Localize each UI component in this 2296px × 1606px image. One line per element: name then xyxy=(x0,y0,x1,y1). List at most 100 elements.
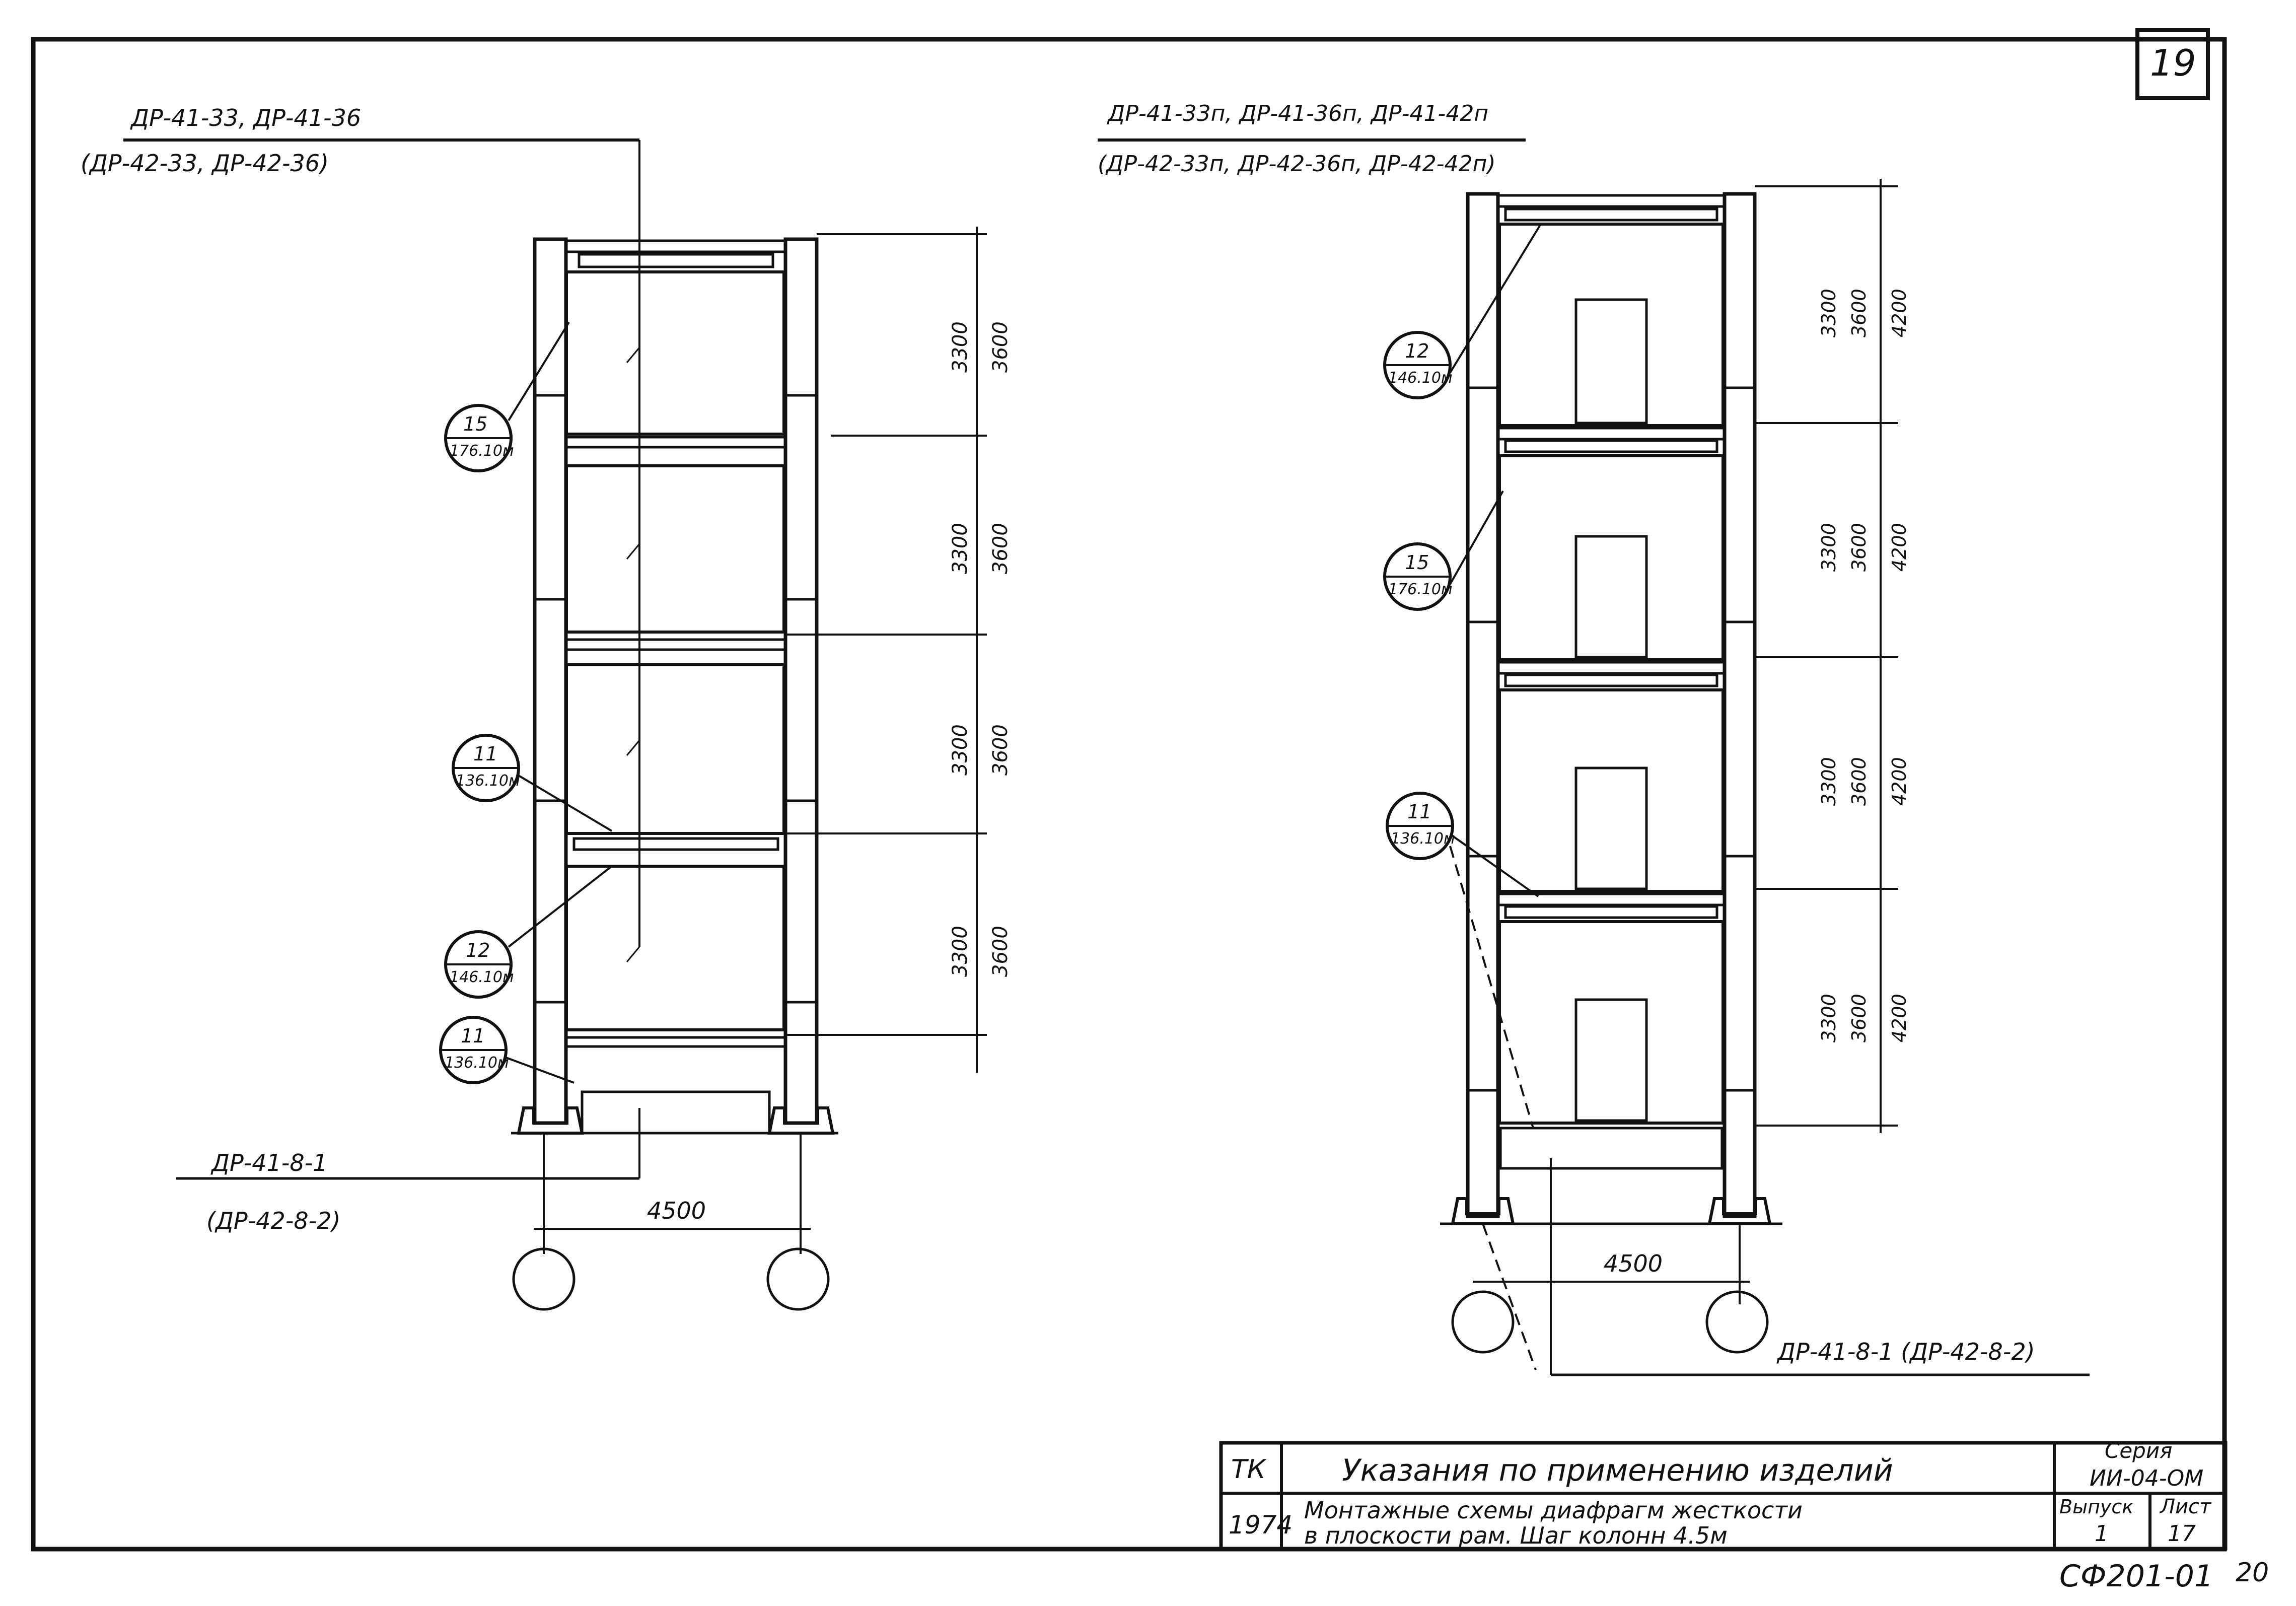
left-diaphragm-panel xyxy=(565,464,785,634)
right-callout: 12 146.10м xyxy=(1383,223,1542,399)
left-footer-line2: (ДР-42-8-2) xyxy=(206,1207,340,1234)
left-dim-3600: 3600 xyxy=(989,523,1012,574)
right-door-opening xyxy=(1574,998,1648,1122)
title-block-subtitle-line2: в плоскости рам. Шаг колонн 4.5м xyxy=(1304,1522,1728,1549)
left-foundation xyxy=(767,1106,835,1135)
right-dim-4200: 4200 xyxy=(1888,757,1910,806)
right-callout: 15 176.10м xyxy=(1383,491,1504,611)
callout-number: 11 xyxy=(461,1025,485,1047)
title-block-org: ТК xyxy=(1231,1454,1267,1485)
title-block-series-label: Серия xyxy=(2105,1438,2172,1463)
callout-reference: 176.10м xyxy=(450,442,514,460)
callout-number: 11 xyxy=(473,743,497,765)
left-beam xyxy=(578,253,774,268)
right-frame-diagram: ДР-41-33п, ДР-41-36п, ДР-41-42п (ДР-42-3… xyxy=(1098,101,2090,1376)
right-beam xyxy=(1504,905,1718,919)
callout-reference: 146.10м xyxy=(450,968,514,986)
callout-reference: 136.10м xyxy=(456,772,520,790)
left-beam xyxy=(564,1036,787,1048)
right-header-line2: (ДР-42-33п, ДР-42-36п, ДР-42-42п) xyxy=(1098,151,1496,177)
left-dim-3300: 3300 xyxy=(949,523,972,574)
left-beam xyxy=(564,436,787,449)
callout-reference: 176.10м xyxy=(1388,581,1453,598)
title-block-issue-label: Выпуск xyxy=(2059,1496,2133,1518)
left-roof-slab xyxy=(564,239,787,253)
right-door-opening xyxy=(1574,535,1648,659)
right-diaphragm-panel xyxy=(1498,688,1725,893)
left-dim-3600: 3600 xyxy=(989,724,1012,776)
right-header-line1: ДР-41-33п, ДР-41-36п, ДР-41-42п xyxy=(1107,101,1488,126)
right-axis-marker-b xyxy=(1705,1290,1769,1354)
left-beam xyxy=(572,837,779,851)
right-column-b xyxy=(1723,192,1757,1218)
right-span-label: 4500 xyxy=(1604,1250,1663,1277)
title-block-series-value: ИИ-04-ОМ xyxy=(2090,1465,2203,1491)
right-dim-4200: 4200 xyxy=(1888,994,1910,1042)
right-axis-line xyxy=(1482,1223,1537,1370)
right-roof-slab xyxy=(1496,194,1726,208)
left-diaphragm-panel xyxy=(565,270,785,436)
left-frame-diagram: ДР-41-33, ДР-41-36 (ДР-42-33, ДР-42-36) xyxy=(81,104,1012,1311)
left-column-b xyxy=(783,237,819,1125)
right-beam xyxy=(1504,207,1718,222)
right-diaphragm-panel xyxy=(1498,920,1725,1125)
right-dim-3300: 3300 xyxy=(1818,523,1840,572)
sheet-number: 19 xyxy=(2150,42,2196,84)
left-beam xyxy=(564,638,787,651)
left-callout: 15 176.10м xyxy=(444,321,570,472)
right-foundation xyxy=(1707,1197,1772,1225)
left-axis-marker-a xyxy=(512,1247,576,1311)
panel-hatch xyxy=(626,946,640,962)
callout-number: 15 xyxy=(1405,551,1429,574)
callout-number: 12 xyxy=(466,939,490,961)
panel-hatch xyxy=(626,543,640,560)
right-foundation xyxy=(1451,1197,1515,1225)
right-callout: 11 136.10м xyxy=(1386,792,1539,1129)
left-footer-line1: ДР-41-8-1 xyxy=(210,1149,328,1176)
panel-hatch xyxy=(626,347,640,363)
right-footer: ДР-41-8-1 (ДР-42-8-2) xyxy=(1776,1338,2035,1365)
right-dim-3300: 3300 xyxy=(1818,994,1840,1042)
right-beam xyxy=(1504,673,1718,687)
left-callout: 11 136.10м xyxy=(452,734,613,832)
left-dim-3300: 3300 xyxy=(949,926,972,977)
right-beam xyxy=(1496,427,1726,441)
callout-number: 15 xyxy=(463,413,487,435)
callout-reference: 146.10м xyxy=(1388,369,1453,387)
left-dim-3300: 3300 xyxy=(949,724,972,776)
right-door-opening xyxy=(1574,766,1648,890)
callout-reference: 136.10м xyxy=(1391,830,1455,848)
drawing-code: СФ201-01 xyxy=(2059,1559,2213,1594)
callout-number: 12 xyxy=(1405,340,1429,362)
callout-number: 11 xyxy=(1407,801,1431,823)
right-dim-3600: 3600 xyxy=(1848,289,1870,337)
right-door-opening xyxy=(1574,298,1648,425)
right-beam xyxy=(1496,661,1726,675)
right-axis-marker-a xyxy=(1451,1290,1515,1354)
left-foundation-beam xyxy=(581,1090,771,1135)
left-span-label: 4500 xyxy=(647,1197,706,1224)
right-dim-3300: 3300 xyxy=(1818,289,1840,337)
right-beam xyxy=(1504,439,1718,453)
left-dim-3600: 3600 xyxy=(989,926,1012,977)
right-dim-3600: 3600 xyxy=(1848,994,1870,1042)
right-beam xyxy=(1499,1127,1724,1170)
left-dim-3300: 3300 xyxy=(949,321,972,373)
left-dim-3600: 3600 xyxy=(989,321,1012,373)
left-callout: 12 146.10м xyxy=(444,865,613,999)
right-beam xyxy=(1496,892,1726,906)
left-header-line1: ДР-41-33, ДР-41-36 xyxy=(130,104,361,131)
left-callout: 11 136.10м xyxy=(439,1016,575,1084)
right-dim-3600: 3600 xyxy=(1848,523,1870,572)
sheet-number-box xyxy=(2135,28,2210,100)
right-dim-3300: 3300 xyxy=(1818,757,1840,806)
callout-reference: 136.10м xyxy=(445,1054,509,1072)
left-diaphragm-panel xyxy=(565,865,785,1031)
left-foundation xyxy=(517,1106,584,1135)
right-diaphragm-panel xyxy=(1498,223,1725,427)
title-block-sheet-value: 17 xyxy=(2168,1521,2196,1547)
right-dim-3600: 3600 xyxy=(1848,757,1870,806)
right-diaphragm-panel xyxy=(1498,454,1725,661)
left-header-line2: (ДР-42-33, ДР-42-36) xyxy=(81,150,329,177)
